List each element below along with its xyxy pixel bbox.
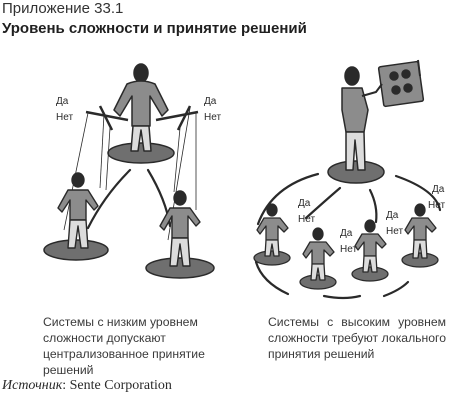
left-scene: Да Нет Да Нет [43,63,221,279]
left-no-label-1: Нет [56,112,73,123]
puppet-left [57,172,99,249]
puppet-right [159,190,201,267]
right-yes-label-4: Да [432,184,445,195]
right-yes-label-2: Да [340,228,353,239]
source-line: Источник: Sente Corporation [2,378,172,394]
puppeteer-pad [107,142,175,164]
right-no-label-2: Нет [340,244,357,255]
right-no-label-4: Нет [428,200,445,211]
right-no-label-1: Нет [298,214,315,225]
figure-header: Приложение 33.1 Уровень сложности и прин… [2,0,448,38]
control-box [377,59,425,108]
right-yes-label-3: Да [386,210,399,221]
right-yes-label-1: Да [298,198,311,209]
center-pad [327,160,385,184]
source-label: Источник [2,378,63,393]
complexity-illustration: Да Нет Да Нет [43,59,445,300]
source-text: : Sente Corporation [62,378,172,393]
puppet-strings [63,107,197,241]
local-figure-2 [299,227,337,290]
figure-title: Уровень сложности и принятие решений [2,20,307,37]
caption-decentralized: Системы с высоким уровнем сложности треб… [268,315,446,361]
puppet-pad-right [145,257,215,279]
center-figure [341,66,383,171]
right-scene: Да Нет Да Нет Да Нет Да Нет [253,59,445,300]
left-yes-label-1: Да [56,96,69,107]
local-figure-1 [253,203,291,266]
left-no-label-2: Нет [204,112,221,123]
appendix-label: Приложение 33.1 [2,0,124,17]
decision-ring [254,172,442,300]
left-yes-label-2: Да [204,96,217,107]
local-figure-4 [401,203,439,268]
puppeteer-figure [85,63,199,152]
right-no-label-3: Нет [386,226,403,237]
caption-centralized: Системы с низким уровнем сложности допус… [43,315,205,377]
local-figure-3 [351,219,389,282]
left-arc-1 [86,168,132,230]
